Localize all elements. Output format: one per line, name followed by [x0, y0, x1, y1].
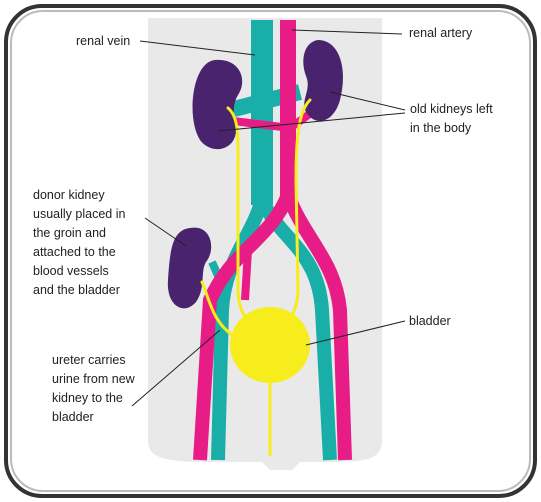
label-donor-kidney: donor kidney usually placed in the groin… — [33, 186, 125, 300]
label-renal-vein: renal vein — [76, 32, 130, 51]
bladder-shape — [230, 307, 310, 383]
label-old-kidneys: old kidneys left in the body — [410, 100, 493, 138]
label-renal-artery: renal artery — [409, 24, 472, 43]
donor-artery-graft — [245, 250, 248, 300]
label-bladder: bladder — [409, 312, 451, 331]
label-ureter: ureter carries urine from new kidney to … — [52, 351, 135, 427]
